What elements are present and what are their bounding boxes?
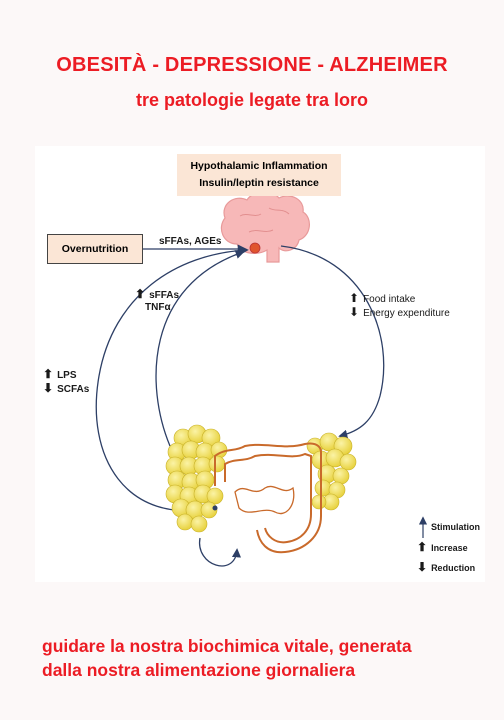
legend-increase: ⬆Increase xyxy=(417,540,468,554)
footer-line1: guidare la nostra biochimica vitale, gen… xyxy=(42,636,412,656)
overnutrition-box: Overnutrition xyxy=(47,234,143,264)
loop-arrow xyxy=(199,537,242,567)
fat-tissue-left xyxy=(165,424,228,533)
legend-increase-label: Increase xyxy=(431,543,468,553)
sffas-ages-label: sFFAs, AGEs xyxy=(159,236,222,247)
outer-left-line2: SCFAs xyxy=(57,384,90,395)
down-arrow-icon: ⬇ xyxy=(417,560,428,574)
inner-left-arc-arrow xyxy=(155,250,245,447)
outer-left-arc-arrow xyxy=(95,245,249,512)
fat-tissue-right xyxy=(306,432,357,511)
inner-left-label: ⬆sFFAs TNFα xyxy=(135,288,179,314)
legend-reduction-label: Reduction xyxy=(431,563,476,573)
right-line2: Energy expenditure xyxy=(363,308,450,319)
page-subtitle: tre patologie legate tra loro xyxy=(135,90,369,110)
page-title: OBESITÀ - DEPRESSIONE - ALZHEIMER xyxy=(56,54,448,76)
diagram-figure: Hypothalamic Inflammation Insulin/leptin… xyxy=(35,146,485,582)
inner-left-line2: TNFα xyxy=(145,302,171,313)
footer-line2: dalla nostra alimentazione giornaliera xyxy=(42,660,356,680)
hypothalamic-inflammation-box: Hypothalamic Inflammation Insulin/leptin… xyxy=(177,154,341,196)
outer-left-label: ⬆LPS ⬇SCFAs xyxy=(43,368,89,396)
legend-stimulation: Stimulation xyxy=(431,522,480,532)
up-arrow-icon: ⬆ xyxy=(417,540,428,554)
right-line1: Food intake xyxy=(363,294,416,305)
down-arrow-icon: ⬇ xyxy=(43,381,54,395)
inner-left-line1: sFFAs xyxy=(149,290,180,301)
outer-left-line1: LPS xyxy=(57,370,77,381)
diagram-graphics xyxy=(95,191,428,567)
up-arrow-icon: ⬆ xyxy=(135,287,146,301)
up-arrow-icon: ⬆ xyxy=(43,367,54,381)
intestine-icon xyxy=(214,442,322,554)
junction-dot xyxy=(212,505,218,511)
legend-reduction: ⬇Reduction xyxy=(417,560,475,574)
down-arrow-icon: ⬇ xyxy=(349,305,360,319)
right-label: ⬆Food intake ⬇Energy expenditure xyxy=(349,292,450,320)
hypothalamic-line2: Insulin/leptin resistance xyxy=(199,177,319,189)
right-arc-arrow xyxy=(280,245,385,439)
up-arrow-icon: ⬆ xyxy=(349,291,360,305)
hypothalamic-line1: Hypothalamic Inflammation xyxy=(190,160,328,172)
footer-caption: guidare la nostra biochimica vitale, gen… xyxy=(42,634,482,682)
